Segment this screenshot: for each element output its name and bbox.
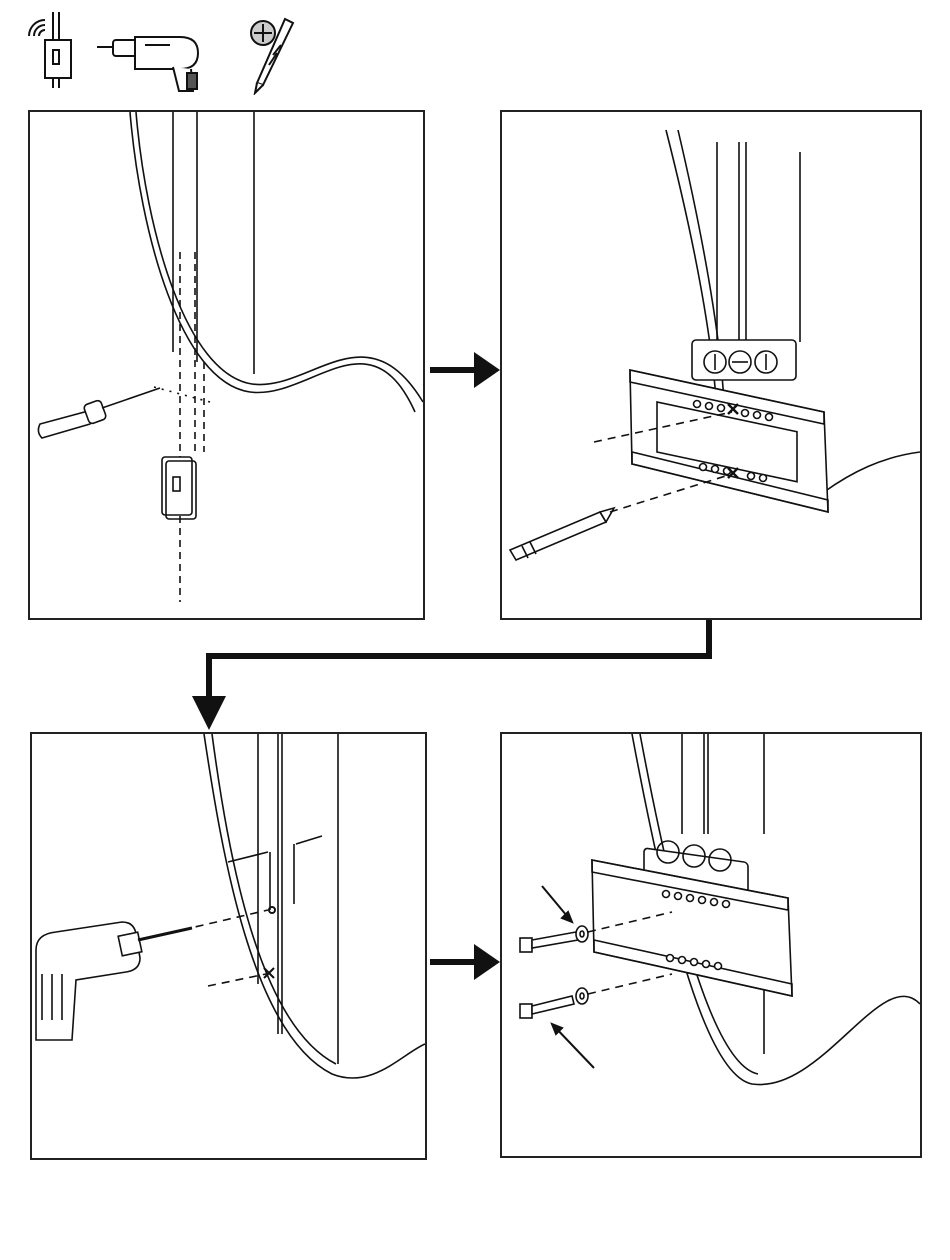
- stud-finder-icon: [162, 457, 196, 519]
- level-icon: [692, 340, 796, 380]
- drill-bit-icon: [245, 15, 305, 95]
- arrow-right-icon: [430, 944, 500, 980]
- stud-finder-icon: [25, 10, 85, 90]
- step-panel-locate-stud: [28, 110, 425, 620]
- drill-icon: [95, 15, 205, 95]
- tools-row: [20, 10, 320, 90]
- step-panel-attach-plate: [500, 732, 922, 1158]
- pencil-icon: [510, 508, 614, 560]
- mark-x-icon: [264, 907, 275, 978]
- lag-bolt-icon: [520, 932, 578, 1018]
- screwdriver-icon: [38, 388, 160, 438]
- wall-stud-icon: [204, 734, 425, 1078]
- wall-plate-icon: [630, 370, 828, 512]
- drill-icon: [36, 922, 192, 1040]
- wall-stud-icon: [130, 112, 423, 602]
- arrow-down-icon: [192, 620, 709, 730]
- step-panel-drill-pilot-holes: [30, 732, 427, 1160]
- wall-plate-icon: [592, 860, 792, 996]
- step-panel-mark-holes: [500, 110, 922, 620]
- arrow-right-icon: [430, 352, 500, 388]
- washer-icon: [576, 926, 588, 1004]
